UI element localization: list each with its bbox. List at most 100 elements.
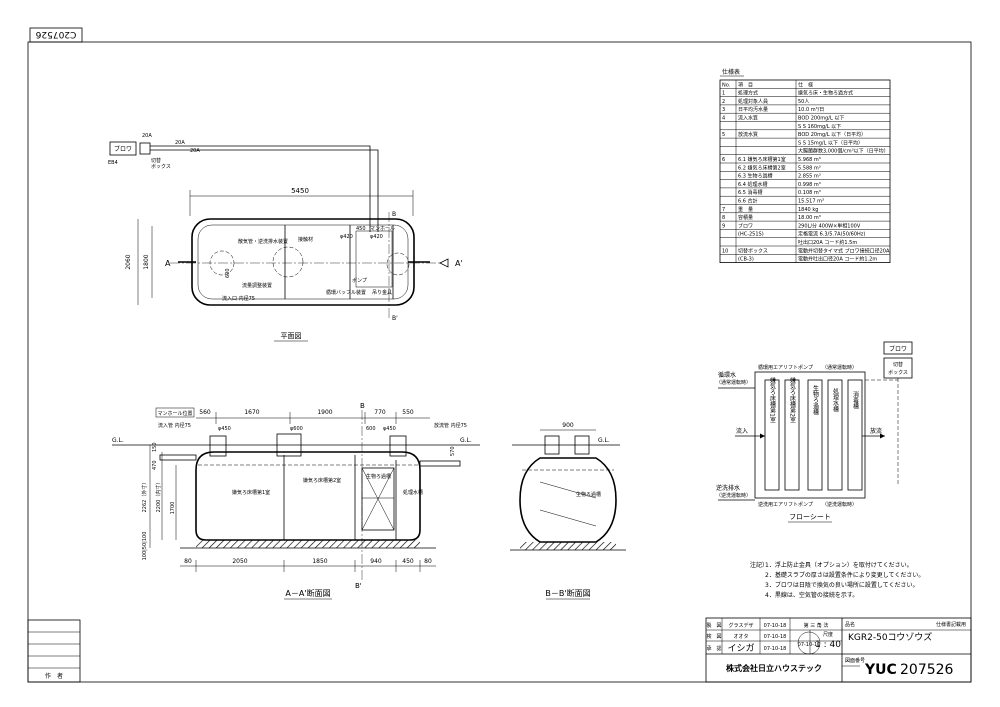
sec-h150: 150 bbox=[152, 442, 158, 452]
spec-cell: 3 bbox=[722, 107, 725, 113]
spec-cell: 5.588 m³ bbox=[798, 165, 821, 171]
tb-num: 207526 bbox=[900, 662, 954, 678]
sec-label-c4: 処理水槽 bbox=[403, 489, 423, 496]
spec-cell: S S 160mg/L 以下 bbox=[798, 124, 841, 130]
bb-tank-body bbox=[519, 457, 617, 543]
plan-dim-width-outer: 2060 bbox=[125, 254, 132, 269]
spec-cell: ブロワ bbox=[738, 222, 753, 229]
spec-header-cell: 仕 様 bbox=[798, 81, 813, 88]
sec-d940: 940 bbox=[370, 558, 382, 565]
sec-label-c3: 生物ろ過槽 bbox=[366, 473, 391, 480]
spec-cell: 嫌気ろ床・生物ろ過方式 bbox=[798, 90, 853, 97]
section-aa-view: 560 1670 1900 770 550 マンホール位置 流入管 内径75 放… bbox=[112, 402, 480, 600]
sec-dim-550: 550 bbox=[402, 409, 414, 416]
sec-gl-right: G.L. bbox=[460, 437, 472, 444]
plan-switch-label2: ボックス bbox=[151, 163, 171, 170]
spec-cell: 50人 bbox=[798, 99, 809, 105]
flow-tank-label: 嫌気ろ床槽第2室 bbox=[789, 376, 796, 423]
plan-switch-box bbox=[139, 142, 151, 155]
spec-cell: 1840 kg bbox=[798, 207, 818, 213]
title-block: 製 図 グラスデザ 07-10-18 検 図 オオタ 07-10-18 承 認 … bbox=[705, 617, 972, 683]
spec-cell: BOD 20mg/L 以下（日平均） bbox=[798, 131, 866, 138]
section-bb-title: B－B'断面図 bbox=[545, 588, 590, 598]
flow-inflow: 流入 bbox=[736, 427, 748, 435]
flow-wash-sub2: （逆洗運転時） bbox=[822, 501, 857, 508]
tb-company: 株式会社日立ハウステック bbox=[726, 663, 822, 673]
spec-cell: 切替ボックス bbox=[738, 247, 768, 254]
bb-label-c3: 生物ろ過槽 bbox=[576, 491, 601, 498]
sec-h2262: 2262（外寸） bbox=[141, 480, 148, 513]
sec-d1850: 1850 bbox=[312, 558, 327, 565]
spec-cell: 重 量 bbox=[738, 206, 753, 213]
sec-inlet: 流入管 内径75 bbox=[158, 422, 191, 429]
tb-scale: 1 : 40 bbox=[815, 640, 841, 650]
flow-tank-3 bbox=[807, 379, 823, 491]
plan-label-pump: ポンプ bbox=[352, 277, 367, 284]
bb-gl: G.L. bbox=[598, 437, 610, 444]
plan-pipe2-label: 20A bbox=[175, 140, 185, 146]
spec-cell: 10 bbox=[722, 248, 728, 254]
plan-label-air: 散気管・逆洗排水装置 bbox=[238, 238, 288, 245]
sec-label-c1: 嫌気ろ床槽第1室 bbox=[232, 489, 270, 496]
spec-cell: 1 bbox=[722, 91, 725, 97]
tb-r1-name: グラスデザ bbox=[729, 622, 754, 629]
flow-normal-sub: （通常運転時） bbox=[822, 364, 857, 371]
sec-label-c2: 嫌気ろ床槽第2室 bbox=[303, 477, 341, 484]
spec-cell: 容積量 bbox=[738, 214, 753, 221]
spec-cell: 定格電流 6.3/5.7A(50/60Hz) bbox=[798, 231, 865, 238]
tb-angle: 第 三 角 法 bbox=[804, 622, 829, 629]
plan-dim-length: 5450 bbox=[291, 187, 309, 195]
flow-bot-pump: 逆洗用エアリフトポンプ bbox=[758, 501, 813, 508]
plan-air-pipe-2 bbox=[150, 149, 379, 232]
plan-mark-b2: B' bbox=[392, 315, 398, 322]
spec-title: 仕様表 bbox=[722, 68, 740, 76]
spec-cell: 処理対象人員 bbox=[738, 98, 768, 105]
sec-phi450b: φ450 bbox=[383, 426, 396, 432]
flow-circ: 循環水 bbox=[718, 371, 736, 379]
flow-blower: ブロワ bbox=[889, 345, 907, 353]
spec-cell: 5.968 m³ bbox=[798, 157, 821, 163]
sec-d80b: 80 bbox=[424, 558, 432, 565]
spec-cell: 処理方式 bbox=[738, 90, 758, 97]
plan-title: 平面図 bbox=[281, 332, 302, 340]
notes: 注記） 1．浮上防止金具（オプション）を取付けてください。 2．基礎スラブの厚さ… bbox=[750, 561, 924, 599]
sec-dim-770: 770 bbox=[374, 409, 386, 416]
spec-cell: 大腸菌群数3,000個/cm³以下（日平均） bbox=[798, 148, 889, 155]
spec-cell: 6 bbox=[722, 157, 725, 163]
plan-dim-phi420b: φ420 bbox=[370, 234, 383, 240]
sakusha-label: 作 者 bbox=[45, 672, 63, 680]
sec-riser-2 bbox=[276, 433, 302, 457]
tb-r3-name: イシガ bbox=[727, 643, 754, 654]
spec-cell: (CB-3) bbox=[738, 257, 754, 263]
plan-mark-a: A bbox=[165, 259, 171, 268]
spec-cell: 8 bbox=[722, 215, 725, 221]
spec-cell: 流入水質 bbox=[738, 115, 758, 122]
spec-cell: 0.998 m³ bbox=[798, 182, 821, 188]
note-line-2: 2．基礎スラブの厚さは設置条件により変更してください。 bbox=[765, 571, 924, 579]
tb-stamp-circle bbox=[797, 631, 821, 655]
sec-base-label: 100|50|100 bbox=[142, 532, 148, 561]
spec-cell: 日平均汚水量 bbox=[738, 106, 768, 113]
plan-manhole-right bbox=[355, 230, 393, 288]
sec-gl-left: G.L. bbox=[112, 437, 124, 444]
corner-drawing-number: C207526 bbox=[35, 29, 76, 39]
flow-tank-4 bbox=[827, 379, 843, 491]
sec-riser-1 bbox=[209, 435, 227, 457]
flow-wash-sub: （逆洗運転時） bbox=[716, 492, 751, 499]
sec-d450: 450 bbox=[402, 558, 414, 565]
tb-r1-label: 製 図 bbox=[706, 622, 721, 629]
spec-cell: 電動弁吐出口径20A コード約1.2m bbox=[798, 256, 877, 263]
spec-cell: 5 bbox=[722, 132, 725, 138]
notes-head: 注記） bbox=[750, 561, 768, 569]
spec-cell: 290L/分 400W×単相100V bbox=[798, 222, 861, 229]
spec-cell: 6.1 嫌気ろ床槽第1室 bbox=[738, 156, 786, 163]
sec-dim-600: 600 bbox=[366, 426, 376, 432]
plan-switch-label: 切替 bbox=[151, 157, 161, 164]
spec-cell: 吐出口20A コード約1.5m bbox=[798, 239, 857, 246]
flow-tank-label: 消毒槽 bbox=[852, 390, 859, 410]
spec-cell: 10.0 m³/日 bbox=[798, 107, 824, 113]
tb-r2-name: オオタ bbox=[733, 633, 748, 640]
sec-manhole-pos: マンホール位置 bbox=[157, 410, 192, 417]
